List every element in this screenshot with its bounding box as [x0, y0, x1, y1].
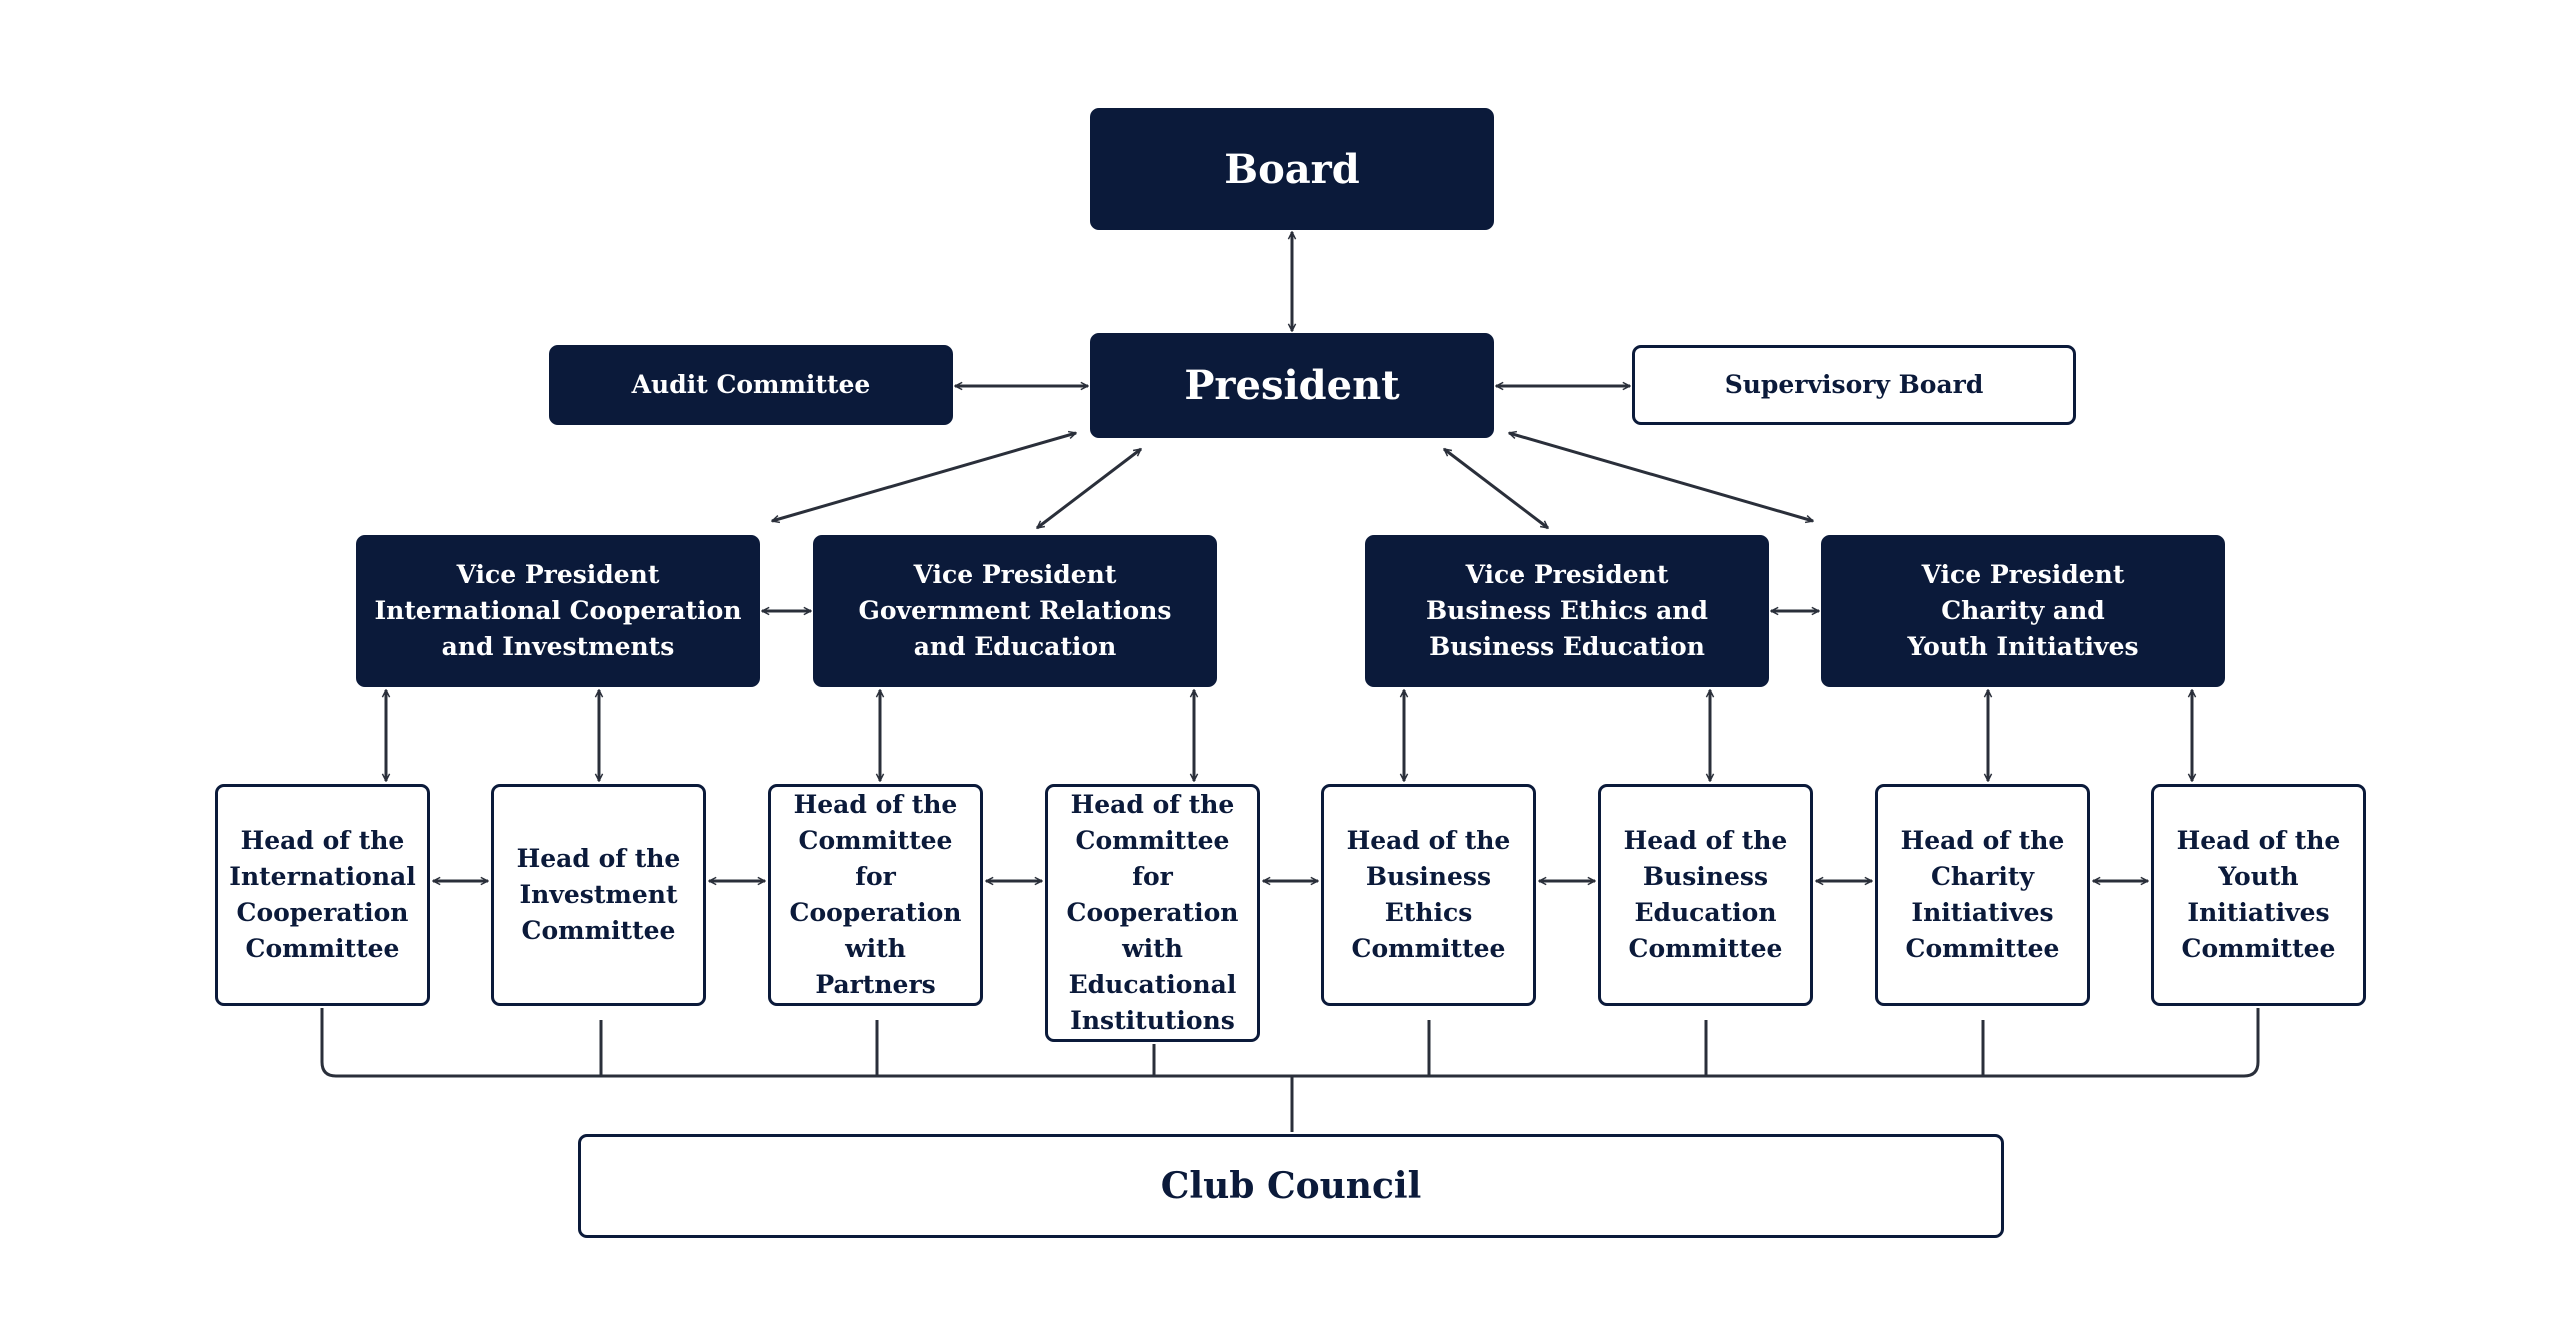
head-label: Head of the Investment Committee: [516, 844, 681, 945]
head-label: Head of the Committee for Cooperation wi…: [789, 790, 962, 999]
audit-committee-label: Audit Committee: [631, 370, 871, 399]
head-business-ethics-box: Head of the Business Ethics Committee: [1321, 784, 1536, 1006]
audit-committee-box: Audit Committee: [549, 345, 953, 425]
head-label: Head of the Business Education Committee: [1623, 826, 1788, 963]
connector-president-vp1: [772, 433, 1076, 521]
club-council-box: Club Council: [578, 1134, 2004, 1238]
vp-label: Vice President Government Relations and …: [858, 560, 1172, 661]
head-business-education-box: Head of the Business Education Committee: [1598, 784, 1813, 1006]
supervisory-board-label: Supervisory Board: [1724, 370, 1984, 399]
council-bracket: [320, 1008, 2260, 1078]
vp-label: Vice President International Cooperation…: [374, 560, 742, 661]
head-label: Head of the Charity Initiatives Committe…: [1900, 826, 2065, 963]
head-investment-box: Head of the Investment Committee: [491, 784, 706, 1006]
vp-international-cooperation-box: Vice President International Cooperation…: [356, 535, 760, 687]
head-cooperation-partners-box: Head of the Committee for Cooperation wi…: [768, 784, 983, 1006]
vp-charity-youth-box: Vice President Charity and Youth Initiat…: [1821, 535, 2225, 687]
supervisory-board-box: Supervisory Board: [1632, 345, 2076, 425]
connector-president-vp2: [1037, 447, 1141, 530]
head-international-cooperation-box: Head of the International Cooperation Co…: [215, 784, 430, 1006]
head-educational-institutions-box: Head of the Committee for Cooperation wi…: [1045, 784, 1260, 1042]
board-label: Board: [1224, 145, 1360, 193]
head-label: Head of the International Cooperation Co…: [229, 826, 416, 963]
club-council-label: Club Council: [1160, 1165, 1422, 1207]
vp-label: Vice President Charity and Youth Initiat…: [1907, 560, 2139, 661]
board-box: Board: [1090, 108, 1494, 230]
president-label: President: [1184, 362, 1400, 409]
president-box: President: [1090, 333, 1494, 438]
head-charity-initiatives-box: Head of the Charity Initiatives Committe…: [1875, 784, 2090, 1006]
head-label: Head of the Youth Initiatives Committee: [2176, 826, 2341, 963]
vp-label: Vice President Business Ethics and Busin…: [1426, 560, 1708, 661]
vp-government-relations-box: Vice President Government Relations and …: [813, 535, 1217, 687]
connector-president-vp4: [1509, 433, 1813, 521]
vp-business-ethics-box: Vice President Business Ethics and Busin…: [1365, 535, 1769, 687]
head-label: Head of the Committee for Cooperation wi…: [1066, 790, 1239, 1035]
head-youth-initiatives-box: Head of the Youth Initiatives Committee: [2151, 784, 2366, 1006]
head-label: Head of the Business Ethics Committee: [1346, 826, 1511, 963]
connector-president-vp3: [1444, 447, 1548, 530]
